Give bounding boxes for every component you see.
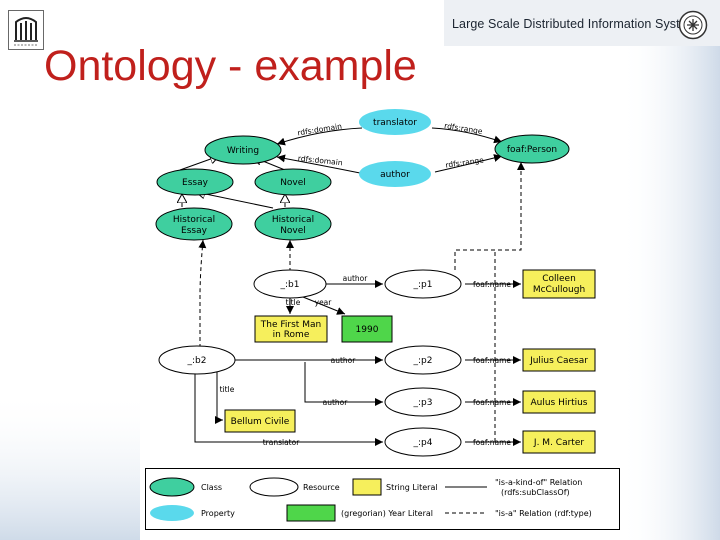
label-p1: _:p1: [413, 280, 433, 290]
legend-string-literal-swatch: [352, 478, 382, 496]
node-p3: [384, 387, 462, 417]
edge-label-author-b2-p3: author: [323, 398, 349, 407]
node-carter: [522, 430, 596, 454]
edge-label-foaf-name-p2: foaf:name: [473, 356, 511, 365]
node-author: [359, 161, 431, 187]
legend-resource-label: Resource: [303, 483, 340, 492]
edge-label-title-b2: title: [220, 385, 235, 394]
legend-property-label: Property: [201, 509, 235, 518]
label-colleen-2: McCullough: [533, 285, 585, 295]
edge-label-foaf-name-p3: foaf:name: [473, 398, 511, 407]
type-edges: [198, 162, 525, 442]
label-julius: Julius Caesar: [529, 356, 588, 366]
edge-label-translator-b2: translator: [263, 438, 300, 447]
edge-label-author-b1: author: [343, 274, 369, 283]
node-book1: [254, 315, 328, 343]
label-writing: Writing: [227, 146, 259, 156]
node-historical-essay: [155, 207, 233, 241]
label-novel: Novel: [280, 178, 306, 188]
label-colleen-1: Colleen: [542, 274, 576, 284]
node-julius: [522, 348, 596, 372]
node-foaf-person: [494, 134, 570, 164]
edge-label-author-b2-p2: author: [331, 356, 357, 365]
label-p2: _:p2: [413, 356, 433, 366]
legend-class-label: Class: [201, 483, 222, 492]
class-nodes: [155, 134, 570, 241]
node-year: [341, 315, 393, 343]
node-essay: [156, 168, 234, 196]
edge-label-rdfs-range-2: rdfs:range: [445, 155, 485, 169]
legend-string-literal-label: String Literal: [386, 483, 438, 492]
diagram-legend: Class Resource String Literal "is-a-kind…: [145, 468, 620, 530]
label-year: 1990: [356, 325, 379, 335]
node-writing: [204, 135, 282, 165]
ontology-diagram: Writing Essay Novel Historical Essay His…: [155, 109, 596, 457]
label-book1-2: in Rome: [273, 330, 310, 340]
label-b1: _:b1: [280, 280, 300, 290]
node-b1: [253, 269, 327, 299]
legend-isa-kind-of-label-2: (rdfs:subClassOf): [501, 488, 570, 497]
header-bar: [444, 0, 720, 46]
rdfs-edges: [276, 127, 503, 174]
edge-label-foaf-name-p1: foaf:name: [473, 280, 511, 289]
label-historical-novel-1: Historical: [272, 215, 314, 225]
label-author: author: [380, 170, 410, 180]
legend-resource-swatch: [249, 477, 299, 497]
edge-label-title-b1: title: [286, 298, 301, 307]
label-historical-essay-1: Historical: [173, 215, 215, 225]
edge-label-rdfs-domain-1: rdfs:domain: [297, 122, 343, 138]
property-edges: [194, 280, 521, 446]
label-carter: J. M. Carter: [533, 438, 584, 448]
label-p4: _:p4: [413, 438, 433, 448]
label-bellum: Bellum Civile: [231, 417, 290, 427]
seal-icon: [678, 10, 708, 40]
label-book1-1: The First Man: [260, 320, 321, 330]
label-aulus: Aulus Hirtius: [530, 398, 587, 408]
legend-year-literal-swatch: [286, 504, 336, 522]
university-logo-icon: [8, 10, 44, 50]
property-nodes: [359, 109, 431, 187]
legend-year-literal-label: (gregorian) Year Literal: [341, 509, 433, 518]
resource-nodes: [158, 269, 462, 457]
label-b2: _:b2: [187, 356, 207, 366]
legend-isa-label: "is-a" Relation (rdf:type): [495, 509, 592, 518]
legend-property-swatch: [150, 505, 194, 521]
legend-isa-kind-of-label-1: "is-a-kind-of" Relation: [495, 478, 582, 487]
node-p1: [384, 269, 462, 299]
node-p2: [384, 345, 462, 375]
node-aulus: [522, 390, 596, 414]
label-essay: Essay: [182, 178, 209, 188]
node-historical-novel: [254, 207, 332, 241]
edge-label-foaf-name-p4: foaf:name: [473, 438, 511, 447]
label-historical-novel-2: Novel: [280, 226, 306, 236]
node-translator: [359, 109, 431, 135]
header-text: Large Scale Distributed Information Syst…: [452, 17, 704, 31]
page-title: Ontology - example: [44, 42, 417, 90]
node-b2: [158, 345, 236, 375]
node-colleen: [522, 269, 596, 299]
edge-label-year-b1: year: [315, 298, 333, 307]
label-translator: translator: [373, 118, 417, 128]
literal-nodes: [224, 269, 596, 454]
legend-class-swatch: [149, 477, 195, 497]
node-novel: [254, 168, 332, 196]
label-p3: _:p3: [413, 398, 433, 408]
label-historical-essay-2: Essay: [181, 226, 208, 236]
label-foaf-person: foaf:Person: [507, 145, 557, 155]
node-p4: [384, 427, 462, 457]
node-bellum: [224, 409, 296, 433]
edge-label-rdfs-range-1: rdfs:range: [444, 121, 484, 136]
